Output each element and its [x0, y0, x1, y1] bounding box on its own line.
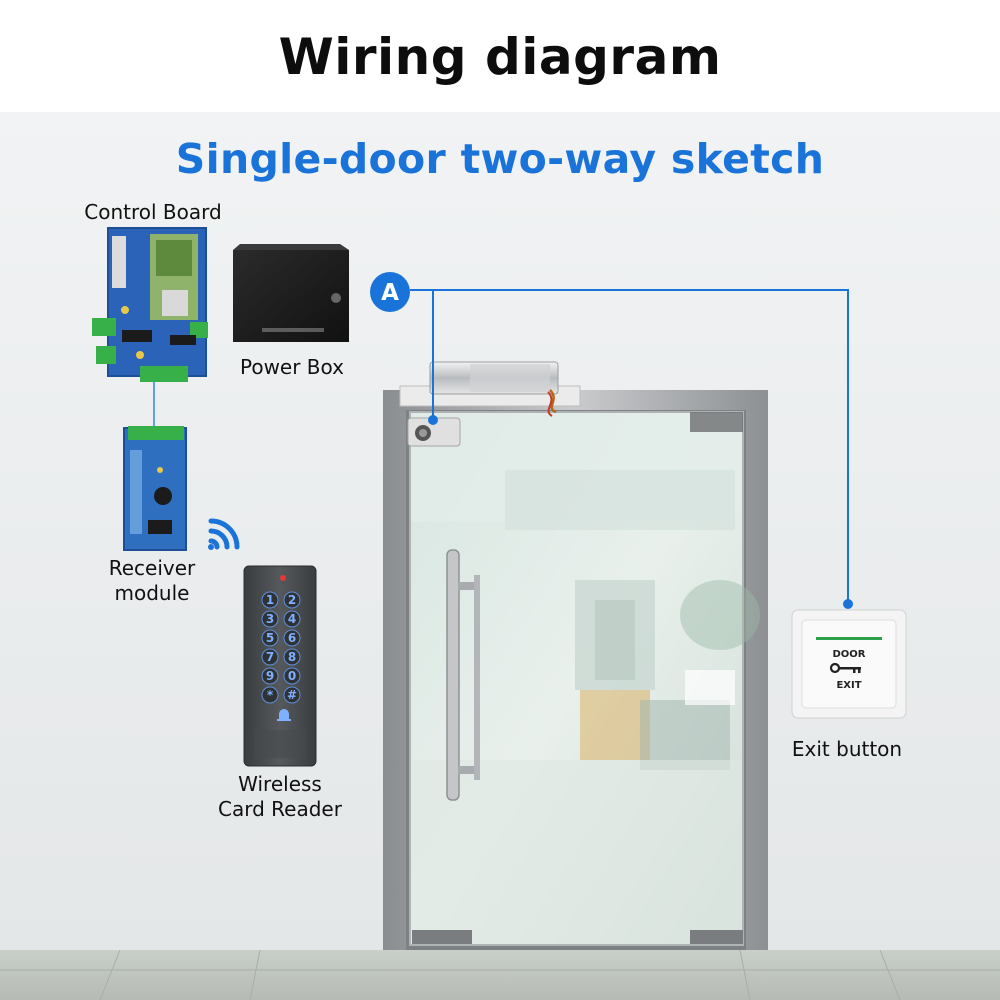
keypad-key-bg: [283, 648, 301, 666]
receiver-module-label: Receiver module: [80, 556, 224, 606]
exit-plate-exit: EXIT: [836, 680, 861, 691]
keypad-key: 8: [288, 650, 296, 664]
keypad-key: 6: [288, 631, 296, 645]
keypad-key: 7: [266, 650, 274, 664]
floor: [0, 949, 1000, 1000]
card-reader-label-line1: Wireless: [238, 772, 322, 796]
keypad-key-bg: [283, 610, 301, 628]
keypad-key-bg: [261, 686, 279, 704]
page-subtitle: Single-door two-way sketch: [175, 135, 825, 183]
keypad-key: 0: [288, 669, 296, 683]
keypad-key-bg: [283, 629, 301, 647]
receiver-module-label-line1: Receiver: [108, 556, 196, 580]
card-reader-label: Wireless Card Reader: [190, 772, 370, 822]
keypad-key-bg: [261, 591, 279, 609]
keypad-key: 9: [266, 669, 274, 683]
electric-bolt-lock: [399, 361, 581, 447]
keypad-key: 5: [266, 631, 274, 645]
keypad-key-bg: [283, 686, 301, 704]
keypad-key: 1: [266, 593, 274, 607]
keypad-key-bg: [261, 648, 279, 666]
header-band: [0, 0, 1000, 112]
wire-dot-exit: [843, 599, 853, 609]
keypad-key: 3: [266, 612, 274, 626]
doorbell-icon: [277, 709, 291, 721]
power-box: [233, 244, 349, 342]
keypad-key-bg: [261, 610, 279, 628]
keypad-key: 2: [288, 593, 296, 607]
door-handle: [446, 549, 480, 801]
power-box-label: Power Box: [239, 355, 344, 379]
wire-to-exit-button: [410, 289, 849, 604]
control-board: [92, 227, 208, 382]
wifi-icon: [208, 518, 240, 550]
keypad-key: *: [267, 688, 274, 702]
exit-button-device: DOOR EXIT: [791, 609, 907, 719]
page-title: Wiring diagram: [278, 28, 722, 86]
receiver-module-label-line2: module: [114, 581, 190, 605]
marker-a-label: A: [381, 280, 399, 306]
keypad-key-bg: [283, 591, 301, 609]
header-band-right: [930, 100, 1000, 112]
exit-button-label: Exit button: [791, 737, 903, 761]
wire-dot-lock: [428, 415, 438, 425]
keypad-key-bg: [261, 629, 279, 647]
keypad-key-bg: [283, 667, 301, 685]
marker-a: A: [370, 272, 410, 312]
control-board-label: Control Board: [84, 200, 222, 224]
wires: [153, 289, 849, 604]
keypad-key: 4: [288, 612, 296, 626]
keypad-key-bg: [261, 667, 279, 685]
card-reader-label-line2: Card Reader: [218, 797, 342, 821]
keypad-key: #: [287, 688, 297, 702]
glass-door: [409, 411, 760, 946]
exit-plate-door: DOOR: [832, 649, 865, 660]
key-icon: [829, 662, 861, 674]
receiver-module: [123, 426, 187, 551]
